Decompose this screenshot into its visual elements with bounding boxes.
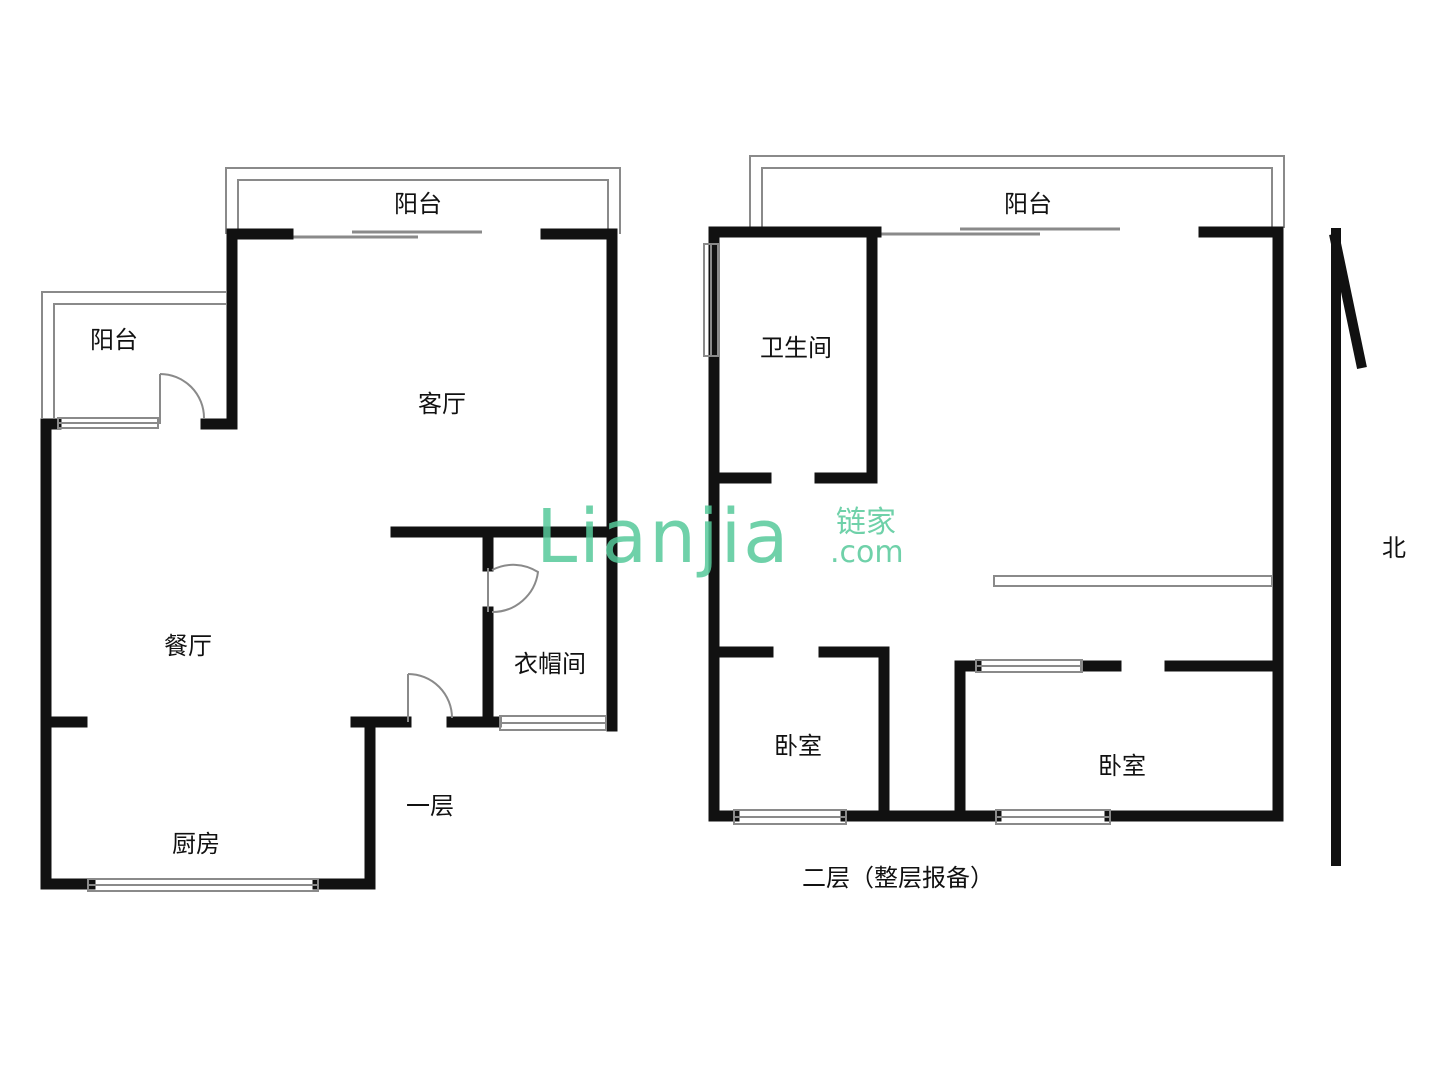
- floor2-partition-line: [993, 575, 1273, 587]
- watermark-cn-text: 链家: [836, 505, 896, 540]
- floor1-walls: [40, 228, 618, 890]
- floor2-bedroom-left-label: 卧室: [774, 732, 822, 760]
- floor1-cloakroom-label: 衣帽间: [514, 650, 586, 678]
- floor1-plan: [40, 167, 621, 892]
- floor1-caption: 一层: [406, 792, 454, 820]
- floor1-windows: [57, 417, 607, 892]
- floor2-plan: [703, 155, 1285, 825]
- watermark-brand-text: Lianjia: [536, 494, 791, 580]
- floor1-kitchen-label: 厨房: [172, 830, 220, 858]
- lianjia-watermark-logo: Lianjia 链家 .com: [536, 494, 904, 580]
- floor1-sliding-door: [288, 230, 482, 239]
- floor2-balcony-label: 阳台: [1004, 190, 1052, 218]
- floor1-balcony-outlines: [41, 167, 621, 418]
- north-arrow: [1329, 228, 1367, 866]
- floor2-balcony-outline: [749, 155, 1285, 228]
- floor1-balcony-left-label: 阳台: [90, 326, 138, 354]
- floor2-bathroom-label: 卫生间: [760, 334, 832, 362]
- floor2-windows: [703, 243, 1111, 825]
- floor2-bedroom-right-label: 卧室: [1098, 752, 1146, 780]
- floor2-sliding-door: [880, 227, 1120, 236]
- watermark-domain-text: .com: [830, 535, 904, 570]
- north-label: 北: [1382, 534, 1406, 562]
- floor1-balcony-top-label: 阳台: [394, 190, 442, 218]
- floor1-dining-room-label: 餐厅: [164, 632, 212, 660]
- room-labels: 阳台 阳台 客厅 餐厅 衣帽间 厨房 一层 阳台 卫生间 卧室 卧室 二层（整层…: [90, 190, 1406, 892]
- floor2-caption: 二层（整层报备）: [802, 864, 994, 892]
- floor2-walls: [708, 226, 1284, 822]
- floor1-doors: [159, 373, 540, 722]
- floor1-living-room-label: 客厅: [418, 390, 466, 418]
